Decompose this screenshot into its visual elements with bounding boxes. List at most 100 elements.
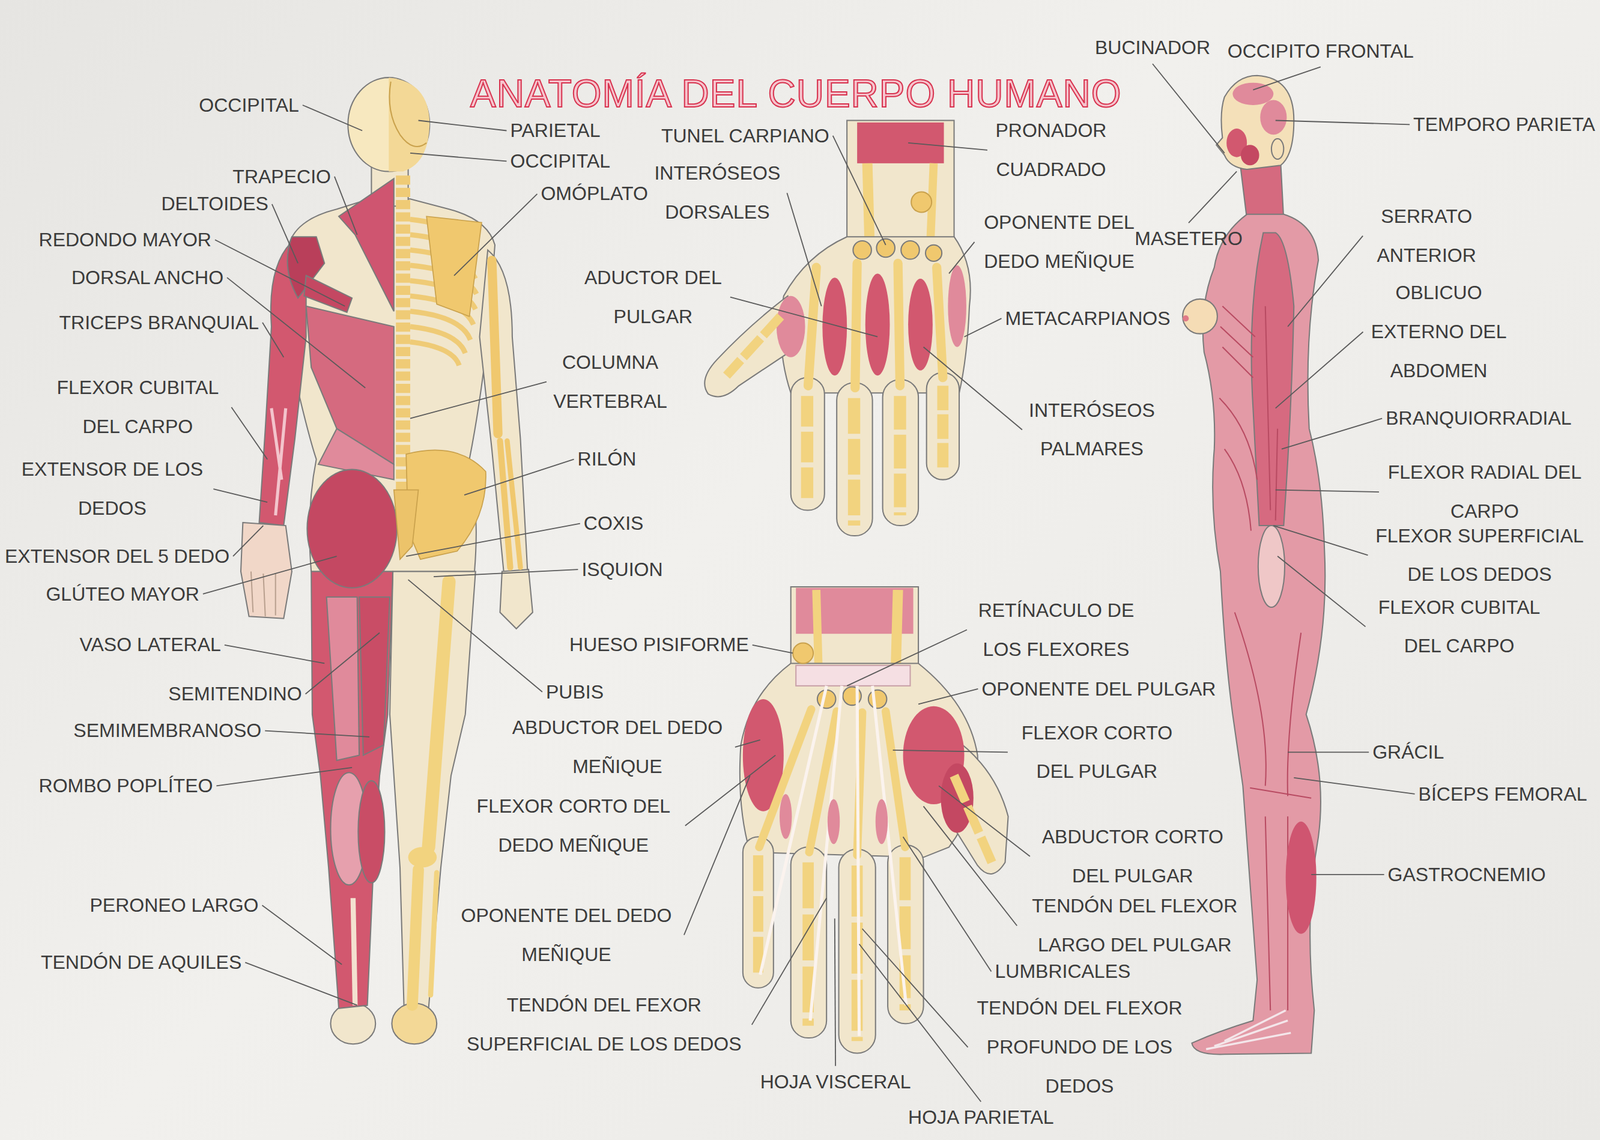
dorsal-hand-part [908, 278, 933, 371]
part-label: OCCIPITAL [509, 141, 611, 181]
leader-line [1152, 63, 1225, 154]
part-label: PRONADOR CUADRADO [990, 111, 1112, 190]
leader-line [862, 928, 969, 1047]
leader-line [418, 120, 507, 131]
leader-line [464, 459, 575, 495]
leader-line [923, 347, 1023, 431]
part-label: INTERÓSEOS DORSALES [651, 153, 784, 232]
leader-line [302, 105, 363, 131]
part-label: ISQUION [581, 550, 663, 590]
leader-line [272, 204, 298, 264]
palmar-hand [739, 586, 1009, 1054]
posterior-skeleton-part [393, 490, 419, 560]
part-label: MASETERO [1134, 219, 1243, 259]
dorsal-hand-part [726, 263, 943, 526]
lateral-figure-part [1232, 82, 1274, 106]
part-label: HUESO PISIFORME [569, 625, 749, 665]
leader-line [1273, 525, 1368, 555]
leader-line [1287, 751, 1369, 753]
part-label: FLEXOR RADIAL DEL CARPO [1382, 452, 1587, 531]
part-label: LUMBRICALES [995, 951, 1131, 991]
part-label: REDONDO MAYOR [39, 220, 212, 260]
palmar-hand-part [875, 798, 888, 844]
dorsal-hand-part [846, 120, 954, 242]
part-label: ROMBO POPLÍTEO [39, 766, 214, 806]
palmar-hand-part [790, 846, 827, 1038]
leader-line [752, 645, 793, 654]
dorsal-hand-part-part [848, 398, 861, 526]
posterior-figure-part [306, 469, 397, 588]
part-label: EXTENSOR DE LOS DEDOS [14, 449, 210, 528]
part-label: TENDÓN DEL FLEXOR PROFUNDO DE LOS DEDOS [971, 988, 1188, 1106]
leader-line [233, 525, 264, 557]
part-label: BUCINADOR [1094, 28, 1211, 68]
posterior-skeleton-part [428, 581, 450, 848]
posterior-figure-part [500, 569, 533, 629]
part-label: TRAPECIO [232, 157, 331, 197]
leader-line [1287, 236, 1363, 327]
part-label: RETÍNACULO DE LOS FLEXORES [970, 590, 1142, 670]
part-label: TENDÓN DEL FLEXOR LARGO DEL PULGAR [1020, 886, 1249, 965]
part-label: INTERÓSEOS PALMARES [1025, 390, 1158, 470]
part-label: VASO LATERAL [79, 625, 222, 665]
part-label: OMÓPLATO [540, 174, 648, 214]
part-label: PUBIS [545, 672, 604, 712]
posterior-figure-part [359, 596, 390, 755]
part-label: FLEXOR SUPERFICIAL DE LOS DEDOS [1371, 516, 1588, 595]
part-label: OCCIPITO FRONTAL [1227, 31, 1414, 71]
leader-line [410, 381, 547, 419]
part-label: FLEXOR CORTO DEL PULGAR [1011, 713, 1183, 792]
leader-line [1293, 777, 1415, 794]
palmar-hand-part-part [954, 775, 993, 862]
dorsal-hand-part [911, 191, 932, 213]
part-label: COXIS [583, 503, 644, 543]
posterior-figure-part [479, 249, 528, 576]
part-label: TEMPORO PARIETA [1413, 105, 1596, 145]
leader-line [224, 645, 325, 664]
dorsal-hand-part [926, 372, 960, 480]
leader-line [213, 488, 268, 503]
part-label: GASTROCNEMIO [1387, 855, 1546, 895]
part-label: TRICEPS BRANQUIAL [59, 303, 260, 343]
dorsal-hand-part [925, 245, 942, 262]
part-label: TUNEL CARPIANO [661, 116, 830, 156]
part-label: OPONENTE DEL DEDO MEÑIQUE [978, 203, 1141, 282]
leader-line [216, 767, 352, 787]
leader-line [408, 579, 543, 692]
part-label: SERRATO ANTERIOR [1366, 196, 1487, 276]
leader-line [893, 750, 1008, 752]
part-label: OPONENTE DEL PULGAR [981, 669, 1216, 709]
dorsal-hand-part [852, 240, 872, 260]
lateral-figure-part [1285, 821, 1317, 934]
dorsal-hand-part-part [937, 385, 949, 470]
leader-line [908, 142, 988, 151]
lateral-figure-part-part [1265, 306, 1278, 521]
lateral-figure-part [1260, 100, 1287, 136]
leader-line [433, 569, 578, 577]
lateral-figure-part [1239, 160, 1284, 220]
palmar-hand-part-part [760, 685, 827, 975]
lateral-figure-part-part [1220, 306, 1256, 378]
part-label: BRANQUIORRADIAL [1385, 398, 1572, 438]
dorsal-hand-part [865, 273, 891, 376]
posterior-figure-part [338, 178, 394, 312]
posterior-figure-part [353, 897, 355, 1005]
leader-line [751, 897, 827, 1025]
leader-line [262, 322, 284, 358]
part-label: DORSAL ANCHO [71, 258, 224, 298]
part-label: BÍCEPS FEMORAL [1418, 774, 1588, 814]
leader-line [261, 905, 342, 965]
part-label: COLUMNA VERTEBRAL [550, 342, 671, 422]
lateral-figure-part-part [1219, 398, 1258, 531]
posterior-figure [240, 77, 533, 1044]
leader-line [264, 730, 370, 737]
leader-line [735, 739, 761, 748]
part-label: DELTOIDES [160, 184, 268, 224]
part-label: GRÁCIL [1372, 732, 1444, 772]
lateral-figure-part [1251, 232, 1295, 526]
dorsal-hand-part-part [897, 263, 900, 386]
part-label: GLÚTEO MAYOR [45, 574, 199, 614]
posterior-skeleton-part [506, 440, 521, 568]
posterior-figure-part [330, 1003, 376, 1044]
